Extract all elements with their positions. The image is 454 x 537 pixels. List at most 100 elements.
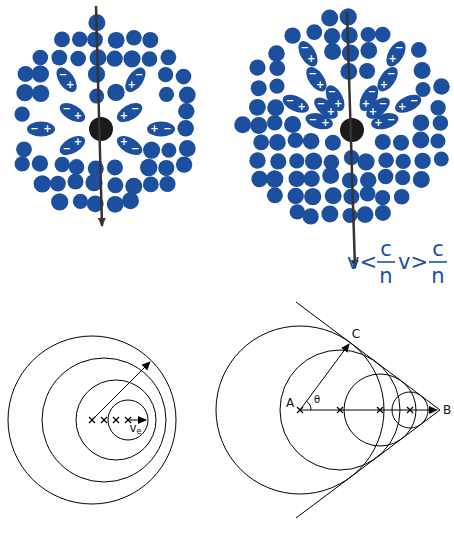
molecule bbox=[321, 206, 338, 223]
charge-sign: − bbox=[387, 115, 395, 125]
particle bbox=[89, 117, 113, 141]
molecule bbox=[325, 187, 342, 204]
source-cross bbox=[101, 417, 107, 423]
molecule bbox=[161, 143, 176, 158]
molecule bbox=[284, 27, 300, 43]
molecule bbox=[234, 116, 251, 133]
molecule bbox=[396, 154, 411, 169]
molecule bbox=[341, 27, 358, 44]
molecule bbox=[269, 79, 284, 94]
molecule bbox=[50, 176, 66, 192]
molecule bbox=[179, 140, 196, 157]
molecule bbox=[122, 192, 139, 209]
molecule bbox=[126, 30, 142, 46]
molecule bbox=[325, 135, 341, 151]
charge-sign: − bbox=[63, 104, 71, 114]
molecule bbox=[289, 153, 304, 168]
molecule bbox=[360, 42, 377, 59]
charge-sign: + bbox=[74, 137, 82, 147]
particle-path bbox=[96, 6, 102, 226]
molecule bbox=[306, 24, 322, 40]
molecule bbox=[289, 171, 305, 187]
molecule bbox=[68, 174, 84, 190]
velocity-arrow bbox=[128, 420, 146, 421]
source-cross bbox=[337, 407, 343, 413]
molecule bbox=[108, 32, 125, 49]
molecule bbox=[375, 134, 391, 150]
charge-sign: − bbox=[63, 144, 71, 154]
molecule bbox=[360, 186, 376, 202]
molecule bbox=[357, 153, 374, 170]
molecule bbox=[142, 32, 158, 48]
source-cross bbox=[377, 407, 383, 413]
charge-sign: − bbox=[163, 124, 171, 134]
source-cross bbox=[297, 407, 303, 413]
charge-sign: + bbox=[307, 54, 315, 64]
molecule bbox=[361, 27, 376, 42]
molecule bbox=[107, 84, 124, 101]
molecule bbox=[288, 188, 304, 204]
source-cross bbox=[407, 407, 413, 413]
molecule bbox=[433, 115, 449, 131]
radius-arrow bbox=[92, 362, 150, 420]
polarized-molecule bbox=[114, 99, 146, 126]
molecule bbox=[375, 205, 391, 221]
molecule bbox=[140, 159, 157, 176]
polarized-molecule bbox=[121, 64, 149, 96]
molecule bbox=[342, 173, 358, 189]
molecule bbox=[73, 194, 88, 209]
charge-sign: − bbox=[301, 43, 309, 53]
molecule bbox=[416, 82, 431, 97]
molecule bbox=[142, 51, 158, 67]
molecule bbox=[375, 190, 390, 205]
charge-sign: + bbox=[380, 80, 388, 90]
source-cross bbox=[113, 417, 119, 423]
polarized-molecule bbox=[114, 132, 146, 159]
polarized-molecule bbox=[57, 99, 89, 126]
polarized-molecule bbox=[295, 38, 322, 70]
fraction-bar bbox=[377, 261, 395, 263]
molecule bbox=[303, 208, 319, 224]
molecule bbox=[343, 208, 358, 223]
molecule bbox=[267, 99, 284, 116]
radius-arrow bbox=[300, 344, 349, 410]
molecule bbox=[107, 196, 124, 213]
source-cross bbox=[377, 407, 383, 413]
label: c bbox=[380, 239, 392, 260]
molecule bbox=[249, 60, 265, 76]
molecule bbox=[434, 152, 449, 167]
molecule bbox=[303, 171, 319, 187]
charge-sign: − bbox=[309, 115, 317, 125]
molecule bbox=[414, 153, 430, 169]
molecule bbox=[32, 65, 49, 82]
molecule bbox=[412, 132, 429, 149]
molecule bbox=[55, 157, 70, 172]
molecule bbox=[250, 117, 267, 134]
charge-sign: + bbox=[66, 80, 74, 90]
polarized-molecule bbox=[302, 63, 330, 95]
source-cross bbox=[113, 417, 119, 423]
source-marks bbox=[89, 407, 413, 423]
molecule bbox=[359, 63, 375, 79]
charge-sign: − bbox=[131, 104, 139, 114]
fraction-bar bbox=[429, 261, 447, 263]
molecule bbox=[70, 51, 86, 67]
molecule bbox=[413, 114, 430, 131]
polarized-molecule bbox=[27, 122, 55, 137]
molecule bbox=[270, 153, 286, 169]
molecule bbox=[266, 170, 283, 187]
molecule bbox=[430, 133, 445, 148]
molecule bbox=[123, 50, 140, 67]
molecule bbox=[107, 177, 123, 193]
label: θ bbox=[314, 395, 320, 405]
molecule bbox=[158, 67, 173, 82]
charge-sign: − bbox=[317, 99, 325, 109]
molecule bbox=[324, 28, 340, 44]
molecule bbox=[14, 106, 29, 121]
charge-sign: + bbox=[297, 102, 305, 112]
molecule bbox=[322, 167, 339, 184]
charge-sign: + bbox=[321, 118, 329, 128]
molecule bbox=[414, 62, 431, 79]
label: v< bbox=[347, 252, 377, 273]
label: v bbox=[129, 422, 136, 434]
